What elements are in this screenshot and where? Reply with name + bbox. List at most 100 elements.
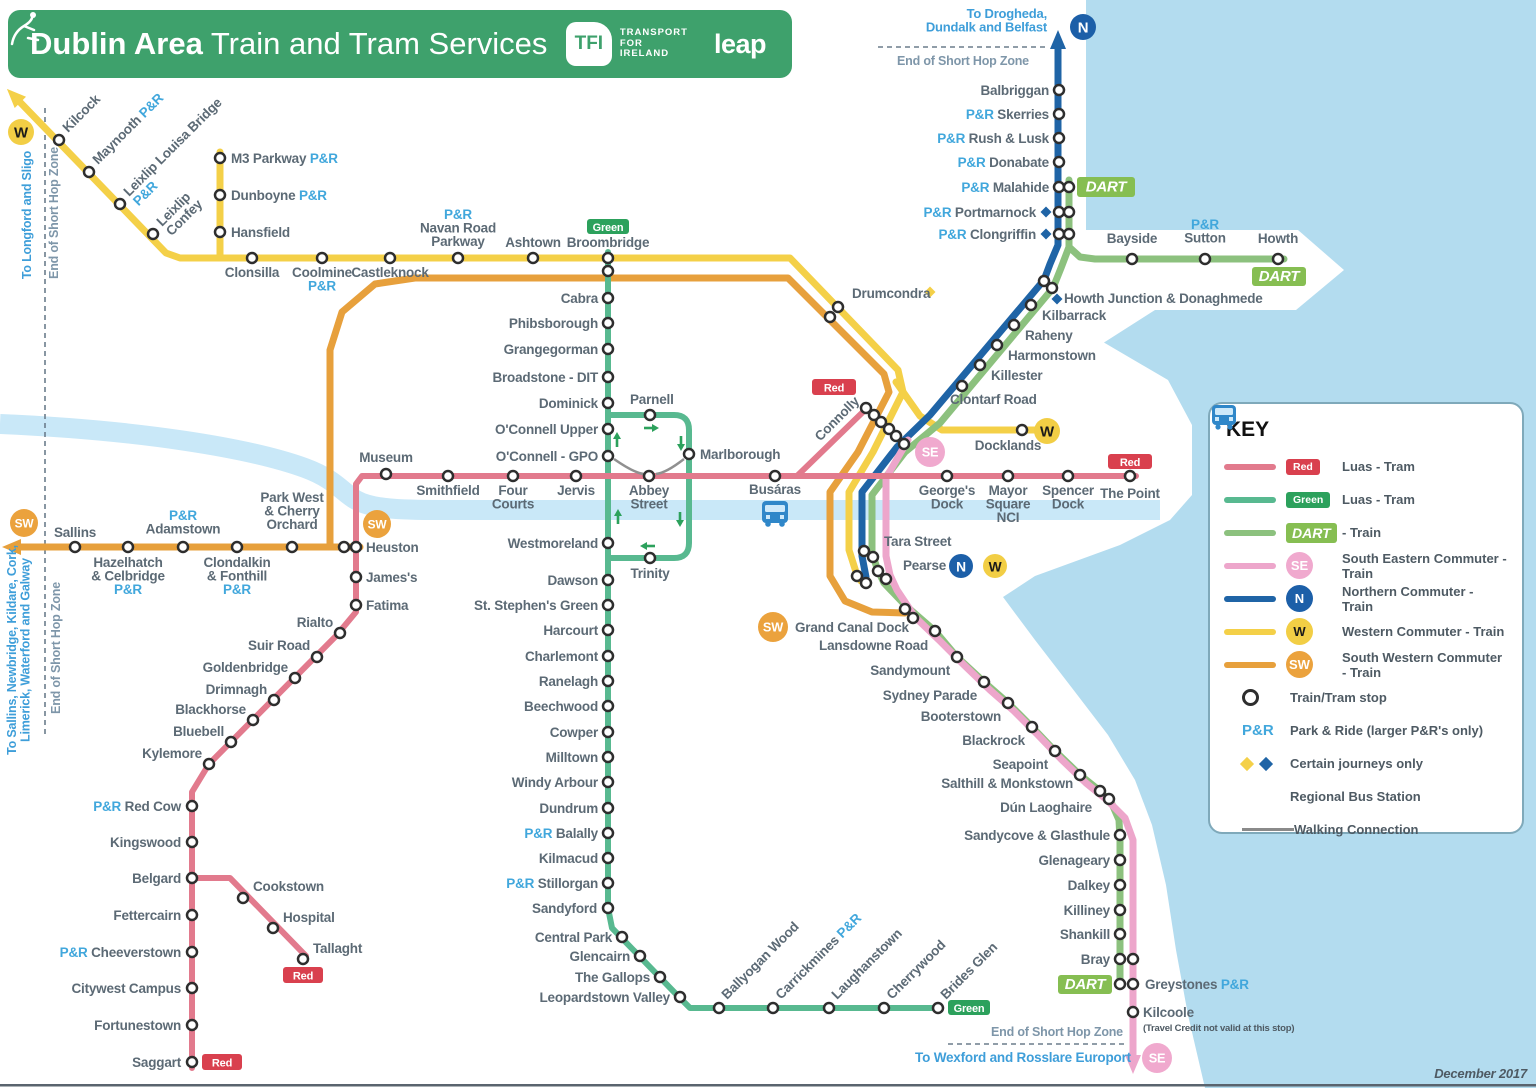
station-label: The Point — [1100, 486, 1160, 501]
station-stop — [601, 876, 615, 890]
station-stop — [601, 649, 615, 663]
station-label: St. Stephen's Green — [474, 598, 598, 613]
station-label: Drimnagh — [206, 682, 267, 697]
station-stop — [850, 569, 864, 583]
station-stop — [82, 165, 96, 179]
line-badge — [1077, 177, 1135, 197]
station-label: M3 Parkway P&R — [231, 151, 338, 166]
station-label: Beechwood — [524, 699, 598, 714]
map-note: To Wexford and Rosslare Europort — [915, 1050, 1132, 1065]
station-stop — [1113, 952, 1127, 966]
line-badge — [948, 1000, 990, 1015]
station-label: Milltown — [546, 750, 598, 765]
key-label: Regional Bus Station — [1290, 789, 1421, 804]
map-note: End of Short Hop Zone — [47, 147, 61, 279]
key-row: Train/Tram stop — [1224, 681, 1508, 714]
station-stop — [185, 945, 199, 959]
station-label: Dún Laoghaire — [1000, 800, 1093, 815]
station-stop — [349, 598, 363, 612]
station-label: Fettercairn — [113, 908, 181, 923]
river-liffey — [0, 414, 1160, 520]
station-stop — [267, 693, 281, 707]
station-label: Sandymount — [870, 663, 950, 678]
certain-journeys-diamond — [1040, 206, 1052, 218]
station-stop — [1062, 227, 1076, 241]
key-route-icon-SE: SE — [1286, 552, 1313, 579]
line-luas-green — [605, 249, 943, 1011]
station-stop — [1025, 720, 1039, 734]
route-icon-SW — [10, 509, 38, 537]
station-stop — [526, 251, 540, 265]
station-label: Castleknock — [351, 265, 429, 280]
station-stop — [185, 799, 199, 813]
map-note: To Drogheda,Dundalk and Belfast — [926, 6, 1048, 35]
station-stop — [1062, 205, 1076, 219]
station-stop — [1123, 469, 1137, 483]
station-stop — [601, 750, 615, 764]
line-badge-label: DART — [1065, 976, 1108, 993]
station-label: Cookstown — [253, 879, 324, 894]
station-label: Jervis — [557, 483, 595, 498]
line-luas-red-main — [189, 473, 1139, 1071]
key-label: South Western Commuter - Train — [1342, 649, 1503, 680]
station-stop — [831, 300, 845, 314]
key-mid: SW — [1286, 651, 1342, 678]
station-label: Raheny — [1025, 328, 1073, 343]
key-icon-col — [1224, 756, 1290, 771]
station-label: Kylemore — [142, 746, 203, 761]
station-label: James's — [366, 570, 417, 585]
line-badge — [1058, 975, 1112, 994]
station-label: Cabra — [561, 291, 599, 306]
station-stop — [1093, 784, 1107, 798]
key-label: Northern Commuter - Train — [1342, 583, 1474, 614]
route-icon-label: N — [1078, 20, 1089, 37]
station-label: P&R Stillorgan — [506, 876, 598, 891]
station-stop — [867, 408, 881, 422]
map-note: December 2017 — [1434, 1066, 1528, 1081]
station-stop — [213, 225, 227, 239]
station-stop — [955, 379, 969, 393]
key-badge: Red — [1286, 458, 1320, 475]
station-stop — [601, 396, 615, 410]
station-label: Salthill & Monkstown — [941, 776, 1073, 791]
station-stop — [1052, 155, 1066, 169]
station-stop — [874, 415, 888, 429]
station-label: Harmonstown — [1008, 348, 1096, 363]
line-badge-label: Red — [212, 1058, 232, 1070]
station-label: Kilbarrack — [1042, 308, 1107, 323]
station-label: Docklands — [975, 438, 1041, 453]
station-label: Tara Street — [884, 534, 952, 549]
map-note: To Longford and Sligo — [20, 150, 34, 279]
station-stop — [857, 544, 871, 558]
certain-journeys-diamond-icon — [1258, 756, 1274, 771]
train-tram-stop-icon — [1242, 689, 1259, 706]
station-label: P&R Portmarnock — [923, 205, 1036, 220]
map-note: End of Short Hop Zone — [897, 54, 1029, 68]
station-stop — [642, 469, 656, 483]
station-stop — [615, 930, 629, 944]
station-label: Balbriggan — [980, 83, 1049, 98]
station-stop — [601, 623, 615, 637]
line-luas-green-loop — [605, 412, 692, 561]
station-label: Broadstone - DIT — [492, 370, 599, 385]
station-label: Pearse — [903, 558, 947, 573]
station-stop — [601, 573, 615, 587]
station-stop — [176, 540, 190, 554]
key-line-swatch — [1224, 562, 1276, 569]
station-stop — [569, 469, 583, 483]
line-badge-label: DART — [1259, 268, 1302, 285]
key-label: South Eastern Commuter - Train — [1342, 550, 1507, 581]
station-stop — [822, 1001, 836, 1015]
station-label: O'Connell Upper — [495, 422, 599, 437]
station-label: Howth Junction & Donaghmede — [1064, 291, 1263, 306]
certain-journeys-diamond-icon — [1239, 756, 1255, 771]
line-badge-label: Red — [293, 971, 313, 983]
page-bottom-border — [0, 1084, 1536, 1087]
key-label: Train/Tram stop — [1290, 690, 1387, 705]
station-stop — [601, 291, 615, 305]
station-stop — [68, 540, 82, 554]
station-label: Windy Arbour — [512, 775, 599, 790]
station-label: Phibsborough — [509, 316, 598, 331]
key-mid: DART — [1286, 522, 1342, 543]
